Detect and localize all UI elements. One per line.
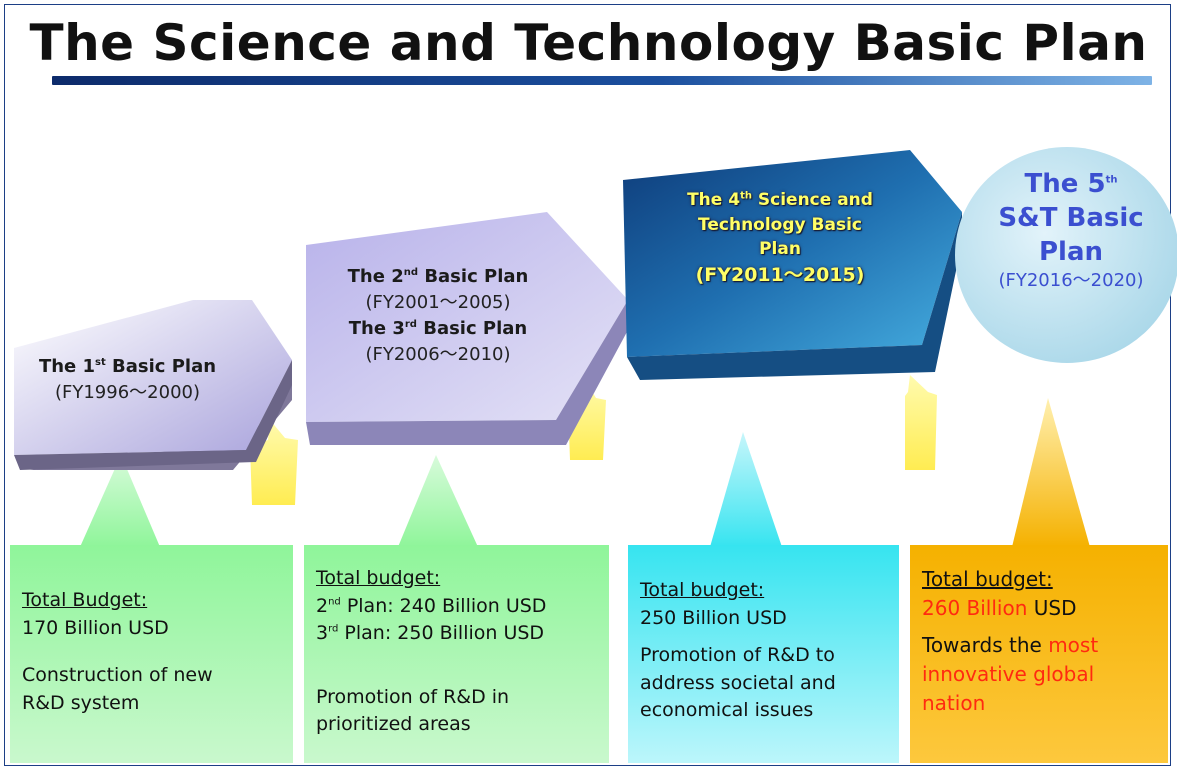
pointer-triangle-4 [1012,398,1090,547]
budget-box-2-line2-text: Plan: 250 Billion USD [338,622,545,645]
budget-box-4-amount-red: 260 Billion [922,596,1028,620]
plan4-label: The 4th Science and Technology Basic Pla… [660,188,900,289]
pointer-triangle-1 [80,455,160,547]
budget-box-4-amount: 260 Billion USD [922,594,1158,623]
plan4-arrow [623,150,962,380]
budget-box-4-desc-line1: Towards the most [922,631,1158,660]
budget-box-2-desc-line2: prioritized areas [316,713,471,736]
budget-box-2-line2-sup: rd [328,623,339,635]
plan5-period: (FY2016～2020) [998,270,1144,292]
connector-2-3 [568,380,606,460]
plan5-sup: th [1105,174,1118,186]
plan4-period: (FY2011～2015) [695,263,865,286]
plan3-period: (FY2006～2010) [365,344,511,366]
plan2-name: Basic Plan [418,266,529,287]
budget-box-2-line1-text: Plan: 240 Billion USD [340,594,547,617]
budget-box-2-line1-sup: nd [328,596,341,608]
plan1-arrow [14,300,292,470]
budget-box-2: Total budget: 2nd Plan: 240 Billion USD … [304,545,609,763]
budget-box-4: Total budget: 260 Billion USD Towards th… [910,545,1168,763]
plan5-ordinal: 5 [1087,169,1106,199]
budget-box-2-desc-line1: Promotion of R&D in [316,685,510,708]
budget-box-2-heading: Total budget: [316,567,441,589]
budget-box-1-desc-line2: R&D system [22,691,140,714]
connector-3-4 [905,375,937,470]
slide-title: The Science and Technology Basic Plan [29,14,1148,72]
budget-box-4-desc-black: Towards the [922,633,1049,657]
slide-frame [4,4,1171,766]
budget-box-3-desc-line2: address societal and [640,671,836,694]
budget-box-3-amount: 250 Billion USD [640,606,787,629]
budget-box-4-desc-line3: nation [922,691,986,715]
budget-box-2-line1: 2nd Plan: 240 Billion USD [316,594,547,617]
plan5-label: The 5th S&T Basic Plan (FY2016～2020) [965,168,1177,293]
budget-box-2-line2: 3rd Plan: 250 Billion USD [316,622,545,645]
budget-box-4-desc-line2: innovative global [922,662,1095,686]
plan1-prefix: The [38,356,83,377]
plan1-ordinal: 1 [82,356,96,377]
budget-box-1-desc-line1: Construction of new [22,664,213,687]
plan2-sup: nd [403,267,419,278]
plan1-label: The 1st Basic Plan (FY1996～2000) [20,354,235,406]
budget-box-1-heading: Total Budget: [22,589,148,611]
plan4-line1: Science and [751,190,873,210]
budget-box-3: Total budget: 250 Billion USD Promotion … [628,545,899,763]
budget-box-1: Total Budget: 170 Billion USD Constructi… [10,545,293,763]
plan5-circle [955,147,1177,363]
pointer-triangle-2 [398,455,478,547]
plan4-ordinal: 4 [728,190,741,210]
budget-box-4-amount-unit: USD [1027,596,1077,620]
plan2-3-arrow [306,212,628,445]
pointer-triangle-3 [710,432,782,547]
budget-box-3-heading: Total budget: [640,579,765,601]
plan4-line3: Plan [759,239,801,260]
plan1-period: (FY1996～2000) [54,382,200,404]
plan3-name: Basic Plan [416,318,528,340]
plan2-3-label: The 2nd Basic Plan (FY2001～2005) The 3rd… [318,264,558,368]
plan3-sup: rd [404,319,417,331]
budget-box-3-desc-line1: Promotion of R&D to [640,644,835,667]
plan2-period: (FY2001～2005) [365,292,511,314]
plan3-ordinal: 3 [392,318,405,340]
budget-box-1-amount: 170 Billion USD [22,616,169,639]
plan1-name: Basic Plan [105,356,217,377]
plan4-line2: Technology Basic [698,214,862,235]
budget-box-3-desc-line3: economical issues [640,699,814,722]
budget-box-4-desc-red1: most [1048,633,1099,657]
title-underline [52,76,1152,85]
plan2-ordinal: 2 [391,266,404,287]
plan5-line3: Plan [1038,236,1104,267]
plan5-line2: S&T Basic [998,202,1144,233]
connector-1-2 [250,420,298,505]
budget-box-4-heading: Total budget: [922,567,1053,591]
plan1-sup: st [95,357,106,368]
plan4-sup: th [740,190,752,202]
